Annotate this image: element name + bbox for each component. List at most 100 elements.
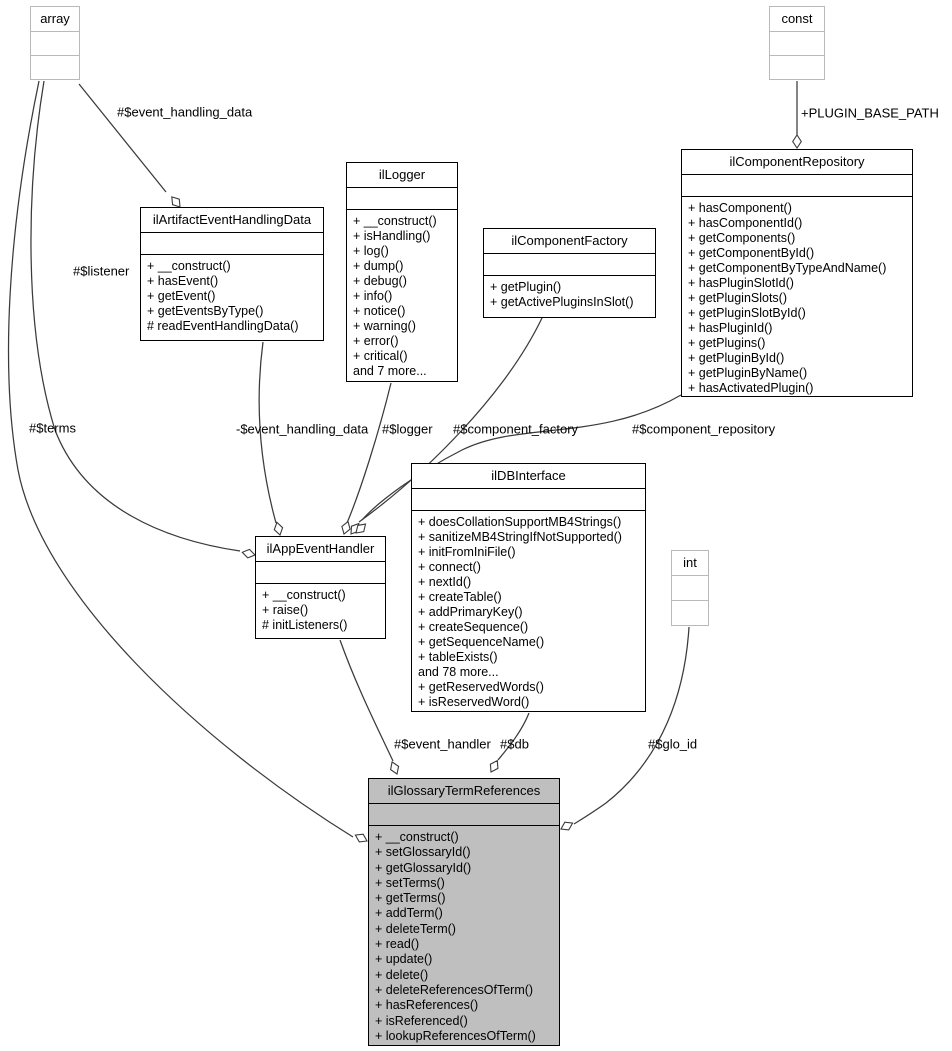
class-member: + delete() xyxy=(375,967,429,982)
class-member: + hasPluginSlotId() xyxy=(688,276,794,290)
class-member: + __construct() xyxy=(147,259,231,273)
class-member: + getPluginByName() xyxy=(688,366,808,380)
aggregation-diamond-event-handling-data xyxy=(171,196,181,208)
class-member: + deleteTerm() xyxy=(375,921,456,936)
edge-label-plugin-base-path: +PLUGIN_BASE_PATH xyxy=(801,105,939,121)
methods-compartment xyxy=(31,56,79,79)
edge-component-factory xyxy=(358,317,543,523)
class-member: + read() xyxy=(375,937,420,952)
class-title-const: const xyxy=(770,7,824,32)
class-member: + error() xyxy=(353,334,399,348)
edge-glo-id xyxy=(573,626,690,825)
class-member: + hasActivatedPlugin() xyxy=(688,381,814,395)
methods-compartment: + __construct()+ hasEvent()+ getEvent()+… xyxy=(141,255,323,340)
class-box-array: array xyxy=(30,6,80,80)
class-box-il-glossary-term-references: ilGlossaryTermReferences+ __construct()+… xyxy=(368,778,560,1046)
aggregation-diamond-event-handling-data-private xyxy=(273,521,284,536)
class-title-il-db-interface: ilDBInterface xyxy=(412,464,645,489)
edge-label-db: #$db xyxy=(500,736,529,752)
attributes-compartment xyxy=(672,576,708,601)
methods-compartment: + __construct()+ raise()# initListeners(… xyxy=(256,584,385,638)
class-box-il-artifact-event-handling-data[interactable]: ilArtifactEventHandlingData + __construct… xyxy=(140,207,324,341)
edge-label-event-handling-data: #$event_handling_data xyxy=(117,104,253,120)
attributes-compartment xyxy=(31,32,79,56)
class-member: + isReferenced() xyxy=(375,1013,468,1028)
class-box-int: int xyxy=(671,550,709,626)
class-title-il-glossary-term-references: ilGlossaryTermReferences xyxy=(369,779,559,804)
class-member: + getComponentById() xyxy=(688,246,815,260)
edge-event-handling-data-private xyxy=(258,341,277,524)
class-member: + __construct() xyxy=(375,830,459,844)
aggregation-diamond-glo-id xyxy=(560,821,574,831)
class-box-const: const xyxy=(769,6,825,80)
attributes-compartment xyxy=(770,32,824,56)
class-member: + nextId() xyxy=(418,575,472,589)
class-member: + setTerms() xyxy=(375,875,445,890)
class-member: + __construct() xyxy=(262,588,346,602)
class-box-il-component-repository[interactable]: ilComponentRepository+ hasComponent()+ h… xyxy=(681,149,913,397)
class-member: + getPluginById() xyxy=(688,351,785,365)
class-member: # readEventHandlingData() xyxy=(147,319,299,333)
edge-event-handler xyxy=(339,639,394,762)
class-member: + log() xyxy=(353,244,389,258)
class-member: + addPrimaryKey() xyxy=(418,605,523,619)
class-title-il-app-event-handler: ilAppEventHandler xyxy=(256,537,385,562)
edge-db xyxy=(497,712,530,761)
class-member: + getPluginSlotById() xyxy=(688,306,806,320)
class-member: + getSequenceName() xyxy=(418,635,545,649)
attributes-compartment xyxy=(141,233,323,255)
aggregation-diamond-event-handler xyxy=(389,760,400,775)
class-member: + getComponents() xyxy=(688,231,796,245)
class-member: + hasEvent() xyxy=(147,274,219,288)
edge-label-glo-id: #$glo_id xyxy=(648,736,698,752)
class-member: + getPlugins() xyxy=(688,336,766,350)
edge-label-terms: #$terms xyxy=(29,420,76,436)
class-member: + notice() xyxy=(353,304,406,318)
class-box-il-app-event-handler[interactable]: ilAppEventHandler + __construct()+ raise(… xyxy=(255,536,386,639)
attributes-compartment xyxy=(347,188,457,210)
class-member: + setGlossaryId() xyxy=(375,845,471,860)
class-member: + initFromIniFile() xyxy=(418,545,516,559)
attributes-compartment xyxy=(682,175,912,197)
class-title-il-artifact-event-handling-data: ilArtifactEventHandlingData xyxy=(141,208,323,233)
class-member: + hasComponent() xyxy=(688,201,792,215)
class-member: + sanitizeMB4StringIfNotSupported() xyxy=(418,530,622,544)
attributes-compartment xyxy=(369,804,559,826)
class-box-il-logger[interactable]: ilLogger+ __construct()+ isHandling()+ l… xyxy=(346,162,458,382)
class-member: + __construct() xyxy=(353,214,437,228)
class-member: + createTable() xyxy=(418,590,502,604)
class-member: + raise() xyxy=(262,603,309,617)
class-member: + doesCollationSupportMB4Strings() xyxy=(418,515,622,529)
methods-compartment: + doesCollationSupportMB4Strings()+ sani… xyxy=(412,511,645,712)
edge-label-event-handler: #$event_handler xyxy=(394,736,491,752)
aggregation-diamond-plugin-base-path xyxy=(792,134,802,149)
class-box-il-db-interface[interactable]: ilDBInterface + doesCollationSupportMB4St… xyxy=(411,463,646,712)
aggregation-diamond-db xyxy=(489,759,499,773)
class-title-il-component-factory: ilComponentFactory xyxy=(484,229,655,254)
methods-compartment: + hasComponent()+ hasComponentId()+ getC… xyxy=(682,197,912,398)
edge-terms xyxy=(7,80,354,838)
class-member: + createSequence() xyxy=(418,620,529,634)
methods-compartment xyxy=(770,56,824,79)
class-member: + isHandling() xyxy=(353,229,431,243)
class-box-il-component-factory[interactable]: ilComponentFactory + getPlugin()+ getActi… xyxy=(483,228,656,318)
class-member: + lookupReferencesOfTerm() xyxy=(375,1028,536,1043)
class-member: # initListeners() xyxy=(262,618,348,632)
edge-label-listener: #$listener xyxy=(73,263,130,279)
class-member: + isReservedWord() xyxy=(418,695,530,709)
attributes-compartment xyxy=(256,562,385,584)
class-member: + tableExists() xyxy=(418,650,498,664)
class-member: + info() xyxy=(353,289,393,303)
edge-component-repository xyxy=(361,394,682,521)
methods-compartment: + __construct()+ setGlossaryId()+ getGlo… xyxy=(369,826,559,1046)
attributes-compartment xyxy=(484,254,655,276)
class-member: and 78 more... xyxy=(418,665,499,679)
class-member: + getEvent() xyxy=(147,289,216,303)
edge-logger xyxy=(346,382,392,524)
class-member: + getReservedWords() xyxy=(418,680,544,694)
class-member: + addTerm() xyxy=(375,906,443,921)
methods-compartment: + getPlugin()+ getActivePluginsInSlot() xyxy=(484,276,655,317)
aggregation-diamond-terms xyxy=(354,833,368,843)
